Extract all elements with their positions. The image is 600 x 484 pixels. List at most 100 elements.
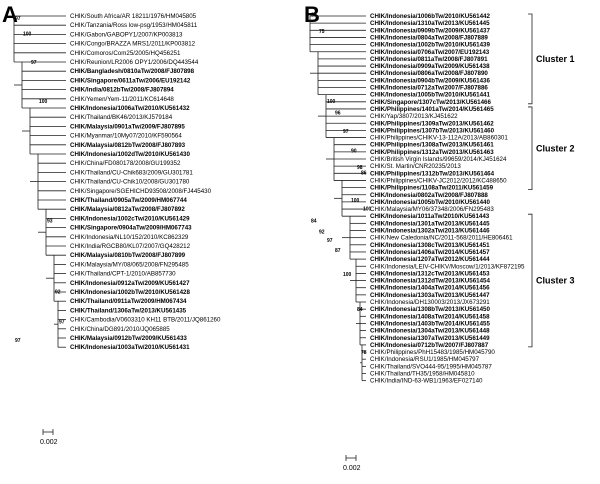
panel-a-leaf-label: CHIK/Singapore/0611aTw/2006/EU192142 bbox=[70, 77, 191, 84]
panel-b-leaf-label: CHIK/India/IND-63-WB1/1963/EF027140 bbox=[370, 378, 483, 385]
panel-a-leaf-label: CHIK/Thailand/1306aTw/2013/KU561435 bbox=[70, 307, 187, 314]
panel-b-bootstrap-value: 100 bbox=[351, 198, 360, 204]
panel-a-leaf-label: CHIK/Gabon/GABOPY1/2007/KP003813 bbox=[70, 31, 183, 38]
panel-a-leaf-label: CHIK/Singapore/SGEHICHD93508/2008/FJ4454… bbox=[70, 188, 212, 195]
panel-b-leaf-label: CHIK/Indonesia/1006bTw/2010/KU561442 bbox=[370, 13, 490, 20]
panel-b-leaf-label: CHIK/Philippines/1308aTw/2013/KU561461 bbox=[370, 142, 494, 149]
panel-b-leaf-label: CHIK/Indonesia/1307aTw/2013/KU561449 bbox=[370, 335, 490, 342]
panel-b-leaf-label: CHIK/Thailand/TH35/1958/HM045810 bbox=[370, 371, 475, 378]
panel-b-bootstrap-value: 75 bbox=[319, 29, 325, 35]
panel-a-leaf-label: CHIK/Myanmar/10My07/2010/KF590564 bbox=[70, 133, 182, 140]
panel-b-leaf-label: CHIK/Indonesia/0802aTw/2008/FJ807888 bbox=[370, 192, 488, 199]
panel-a-bootstrap-value: 97 bbox=[15, 338, 21, 344]
panel-b-leaf-label: CHIK/New Caledonia/NC/2011-568/2011/HE80… bbox=[370, 235, 513, 242]
panel-b-leaf-label: CHIK/Indonesia/0904bTw/2009/KU561436 bbox=[370, 77, 490, 84]
panel-a-scale-bar: 0.002 bbox=[40, 429, 58, 446]
panel-a-leaf-label: CHIK/Indonesia/1006aTw/2010/KU561432 bbox=[70, 105, 190, 112]
panel-a-leaf-label: CHIK/Congo/BRAZZA MRS1/2011/KP003812 bbox=[70, 41, 196, 48]
panel-a-leaf-label: CHIK/India/0812bTw/2008/FJ807894 bbox=[70, 87, 174, 94]
panel-a-leaf-label: CHIK/Singapore/0904aTw/2009/HM067743 bbox=[70, 225, 192, 232]
panel-a-bootstrap-value: 97 bbox=[59, 320, 65, 326]
panel-b-leaf-label: CHIK/Philippines/CHIKV-JC2012/2012/KC488… bbox=[370, 177, 507, 184]
panel-b-leaf-label: CHIK/Indonesia/1301aTw/2013/KU561445 bbox=[370, 220, 490, 227]
panel-b-bootstrap-value: 98 bbox=[357, 165, 363, 171]
panel-a-leaf-label: CHIK/Indonesia/1002bTw/2010/KU561428 bbox=[70, 289, 190, 296]
panel-a-leaf-label: CHIK/Bangladesh/0810aTw/2008/FJ807898 bbox=[70, 68, 195, 75]
cluster-label: Cluster 2 bbox=[536, 143, 575, 153]
panel-b-leaf-label: CHIK/Indonesia/1312dTw/2013/KU561454 bbox=[370, 278, 490, 285]
panel-b-leaves: CHIK/Indonesia/1006bTw/2010/KU561442CHIK… bbox=[370, 13, 525, 385]
panel-b-bootstrap-value: 100 bbox=[363, 206, 372, 212]
panel-b-leaf-label: CHIK/Philippines/1312bTw/2013/KU561464 bbox=[370, 170, 495, 177]
panel-b-leaf-label: CHIK/Indonesia/1304aTw/2013/KU561448 bbox=[370, 328, 490, 335]
panel-b-leaf-label: CHIK/Indonesia/1207aTw/2012/KU561444 bbox=[370, 256, 490, 263]
panel-b-bootstrap-value: 90 bbox=[351, 148, 357, 154]
panel-a-leaf-label: CHIK/Reunion/LR2006 OPY1/2006/DQ443544 bbox=[70, 59, 199, 66]
panel-b-leaf-label: CHIK/Yap/3807/2013/KJ451622 bbox=[370, 113, 458, 120]
panel-b-leaf-label: CHIK/Indonesia/1308cTw/2013/KU561451 bbox=[370, 242, 490, 249]
panel-a-leaf-label: CHIK/Thailand/0905aTw/2009/HM067744 bbox=[70, 197, 187, 204]
panel-b-letter: B bbox=[304, 2, 320, 27]
panel-b-leaf-label: CHIK/Indonesia/DH130003/2013/JX673291 bbox=[370, 299, 490, 306]
panel-b-bootstrap-value: 86 bbox=[361, 171, 367, 177]
panel-b-bootstrap-value: 97 bbox=[343, 129, 349, 135]
panel-b-leaf-label: CHIK/Indonesia/1404aTw/2014/KU561456 bbox=[370, 285, 490, 292]
panel-a-leaf-label: CHIK/Thailand/0911aTw/2009/HM067434 bbox=[70, 298, 187, 305]
panel-a-leaf-label: CHIK/Cambodia/V0603310 KH11 BTB/2011/JQ8… bbox=[70, 317, 221, 324]
panel-b-leaf-label: CHIK/Malaysia/MY06/37348/2006/FN295483 bbox=[370, 206, 494, 213]
panel-a-letter: A bbox=[2, 2, 18, 27]
panel-a-bootstrap-value: 97 bbox=[31, 60, 37, 66]
panel-a-leaf-label: CHIK/Indonesia/0912aTw/2009/KU561427 bbox=[70, 280, 190, 287]
cluster-bracket bbox=[528, 13, 533, 105]
panel-b-leaf-label: CHIK/Indonesia/0909bTw/2009/KU561437 bbox=[370, 27, 490, 34]
panel-b-leaf-label: CHIK/Indonesia/LEIV-CHIKV/Moscow/1/2013/… bbox=[370, 263, 525, 270]
panel-a-leaf-label: CHIK/Thailand/CU-Chik10/2008/GU301780 bbox=[70, 179, 190, 186]
panel-a-leaf-label: CHIK/Indonesia/1003aTw/2010/KU561431 bbox=[70, 344, 190, 351]
panel-b-leaf-label: CHIK/British Virgin Islands/99659/2014/K… bbox=[370, 156, 507, 163]
panel-a-leaf-label: CHIK/Thailand/BK46/2013/KJ579184 bbox=[70, 114, 173, 121]
panel-b-leaf-label: CHIK/Indonesia/1303aTw/2013/KU561447 bbox=[370, 292, 490, 299]
panel-b-branches bbox=[309, 15, 366, 382]
panel-b-leaf-label: CHIK/Indonesia/0706aTw/2007/EU192143 bbox=[370, 49, 490, 56]
panel-a-leaf-label: CHIK/Malaysia/0812bTw/2008/FJ807893 bbox=[70, 142, 186, 149]
panel-a-bootstrap-value: 100 bbox=[39, 99, 48, 105]
panel-b-leaf-label: CHIK/Indonesia/0804aTw/2008/FJ807889 bbox=[370, 34, 488, 41]
panel-b-leaf-label: CHIK/Philippines/1108aTw/2011/KU561459 bbox=[370, 185, 494, 192]
panel-b-leaf-label: CHIK/Singapore/1307cTw/2013/KU561466 bbox=[370, 99, 492, 106]
panel-b-leaf-label: CHIK/Indonesia/0712aTw/2007/FJ807886 bbox=[370, 85, 488, 92]
panel-a-leaf-label: CHIK/Yemen/Yem-11/2011/KC614648 bbox=[70, 96, 174, 103]
panel-b-bootstrap-value: 87 bbox=[335, 248, 341, 254]
panel-b-leaf-label: CHIK/Indonesia/1403bTw/2014/KU561455 bbox=[370, 320, 490, 327]
panel-b-leaf-label: CHIK/Indonesia/1302aTw/2013/KU561446 bbox=[370, 228, 490, 235]
panel-b-leaf-label: CHIK/Philippines/1401aTw/2014/KU561465 bbox=[370, 106, 494, 113]
panel-a-leaf-label: CHIK/Malaysia/0912bTw/2009/KU561433 bbox=[70, 335, 187, 342]
panel-b-bootstrap-value: 96 bbox=[335, 111, 341, 117]
panel-b-leaf-label: CHIK/Indonesia/1408aTw/2014/KU561458 bbox=[370, 313, 490, 320]
panel-a-leaf-label: CHIK/South Africa/AR 18211/1976/HM045805 bbox=[70, 13, 197, 20]
panel-a-leaf-label: CHIK/Indonesia/NL10/152/2010/KC862329 bbox=[70, 234, 189, 241]
panel-b-leaf-label: CHIK/Thailand/SVO444-95/1995/HM045787 bbox=[370, 363, 492, 370]
panel-b-bootstrap-value: 100 bbox=[327, 99, 336, 105]
panel-a-scale-label: 0.002 bbox=[40, 439, 58, 446]
panel-a-bootstrap-value: 92 bbox=[55, 289, 61, 295]
panel-a-leaf-label: CHIK/China/FD080178/2008/GU199352 bbox=[70, 160, 181, 167]
panel-a-leaf-label: CHIK/Indonesia/1002cTw/2010/KU561429 bbox=[70, 215, 190, 222]
cluster-bracket bbox=[528, 106, 533, 190]
panel-b-bootstrap-value: 97 bbox=[327, 238, 333, 244]
panel-b-leaf-label: CHIK/Indonesia/0806aTw/2008/FJ807890 bbox=[370, 70, 488, 77]
panel-a-leaf-label: CHIK/China/DG891/2010/JQ065885 bbox=[70, 326, 170, 333]
panel-b-bootstrap-value: 92 bbox=[319, 229, 325, 235]
cluster-label: Cluster 3 bbox=[536, 276, 575, 286]
panel-a-leaf-label: CHIK/India/RGCB80/KL07/2007/GQ428212 bbox=[70, 243, 191, 250]
panel-b-leaf-label: CHIK/Philippines/1309aTw/2013/KU561462 bbox=[370, 120, 494, 127]
panel-b-leaf-label: CHIK/Indonesia/0712bTw/2007/FJ807887 bbox=[370, 342, 489, 349]
panel-a-bootstrap-value: 97 bbox=[15, 16, 21, 22]
panel-a-leaf-label: CHIK/Thailand/CU-Chik683/2009/GU301781 bbox=[70, 169, 193, 176]
panel-a-bootstrap-value: 100 bbox=[23, 32, 32, 38]
panel-b-leaf-label: CHIK/Indonesia/1312cTw/2013/KU561453 bbox=[370, 270, 490, 277]
panel-b-leaf-label: CHIK/Indonesia/1310aTw/2013/KU561445 bbox=[370, 20, 490, 27]
panel-b-bootstrap-value: 78 bbox=[361, 350, 367, 356]
